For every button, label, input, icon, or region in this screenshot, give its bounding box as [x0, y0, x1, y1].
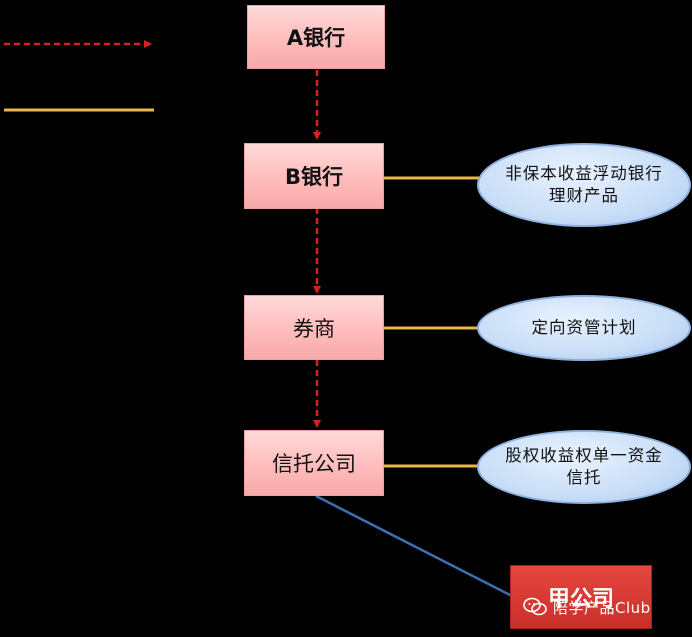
node-a-bank-label: A银行 — [286, 26, 346, 50]
watermark-text: 陪学产品Club — [553, 598, 651, 617]
oval-trust-product-label: 股权收益权单一资金信托 — [505, 446, 663, 487]
node-b-bank: B银行 — [244, 143, 384, 209]
oval-broker-product-label: 定向资管计划 — [531, 318, 637, 337]
wechat-icon — [523, 597, 547, 616]
watermark: 陪学产品Club — [523, 593, 651, 621]
node-broker-label: 券商 — [293, 316, 335, 341]
node-a-bank: A银行 — [247, 5, 385, 69]
node-trust-label: 信托公司 — [272, 452, 356, 476]
oval-trust-product: 股权收益权单一资金信托 — [477, 430, 691, 504]
link-trust-company — [315, 494, 513, 598]
node-broker: 券商 — [244, 295, 384, 360]
node-b-bank-label: B银行 — [284, 165, 343, 189]
node-company-label: 甲公司 — [547, 587, 614, 612]
oval-b-bank-product: 非保本收益浮动银行理财产品 — [477, 143, 691, 227]
oval-b-bank-product-label: 非保本收益浮动银行理财产品 — [505, 164, 663, 205]
node-trust: 信托公司 — [244, 430, 384, 496]
node-company: 甲公司 — [510, 565, 652, 629]
oval-broker-product: 定向资管计划 — [477, 295, 691, 361]
